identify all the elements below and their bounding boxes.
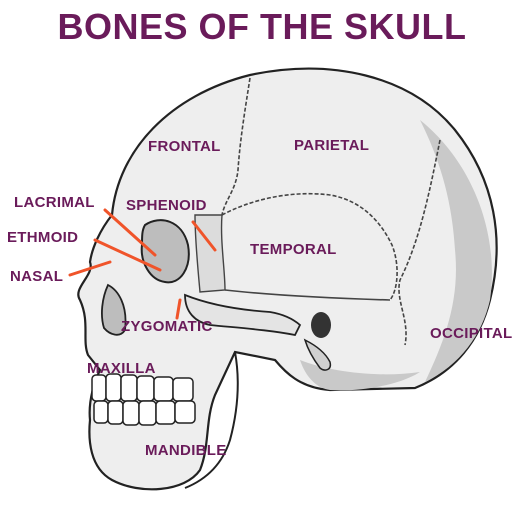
label-frontal: FRONTAL [148, 138, 221, 155]
mastoid-process [303, 338, 332, 371]
temporal-base-line [224, 289, 391, 301]
label-mandible: MANDIBLE [145, 442, 227, 459]
teeth [91, 373, 196, 426]
label-sphenoid: SPHENOID [126, 197, 207, 214]
label-occipital: OCCIPITAL [430, 325, 513, 342]
cranium-shading [420, 120, 492, 382]
label-ethmoid: ETHMOID [7, 229, 79, 246]
diagram-title: BONES OF THE SKULL [57, 6, 467, 47]
squamous-suture [221, 192, 398, 301]
sphenoid-leader [191, 220, 217, 252]
mandible-ramus [184, 351, 239, 489]
lambdoid-suture [398, 139, 441, 346]
sphenoid-region [194, 214, 226, 293]
nasal-leader [68, 260, 112, 277]
zygomatic-arch [184, 293, 302, 337]
external-auditory-meatus [311, 312, 331, 338]
lacrimal-leader [103, 208, 157, 257]
label-parietal: PARIETAL [294, 137, 370, 154]
label-nasal: NASAL [10, 268, 64, 285]
cranium-outline [77, 67, 498, 491]
nasal-aperture [101, 283, 127, 336]
label-maxilla: MAXILLA [87, 360, 156, 377]
lower-shading [300, 360, 420, 391]
label-zygomatic: ZYGOMATIC [121, 318, 213, 335]
label-lacrimal: LACRIMAL [14, 194, 95, 211]
leader-lines [68, 208, 217, 320]
coronal-suture [221, 77, 251, 216]
ethmoid-leader [93, 238, 162, 272]
zygomatic-leader [175, 298, 182, 320]
label-temporal: TEMPORAL [250, 241, 337, 258]
